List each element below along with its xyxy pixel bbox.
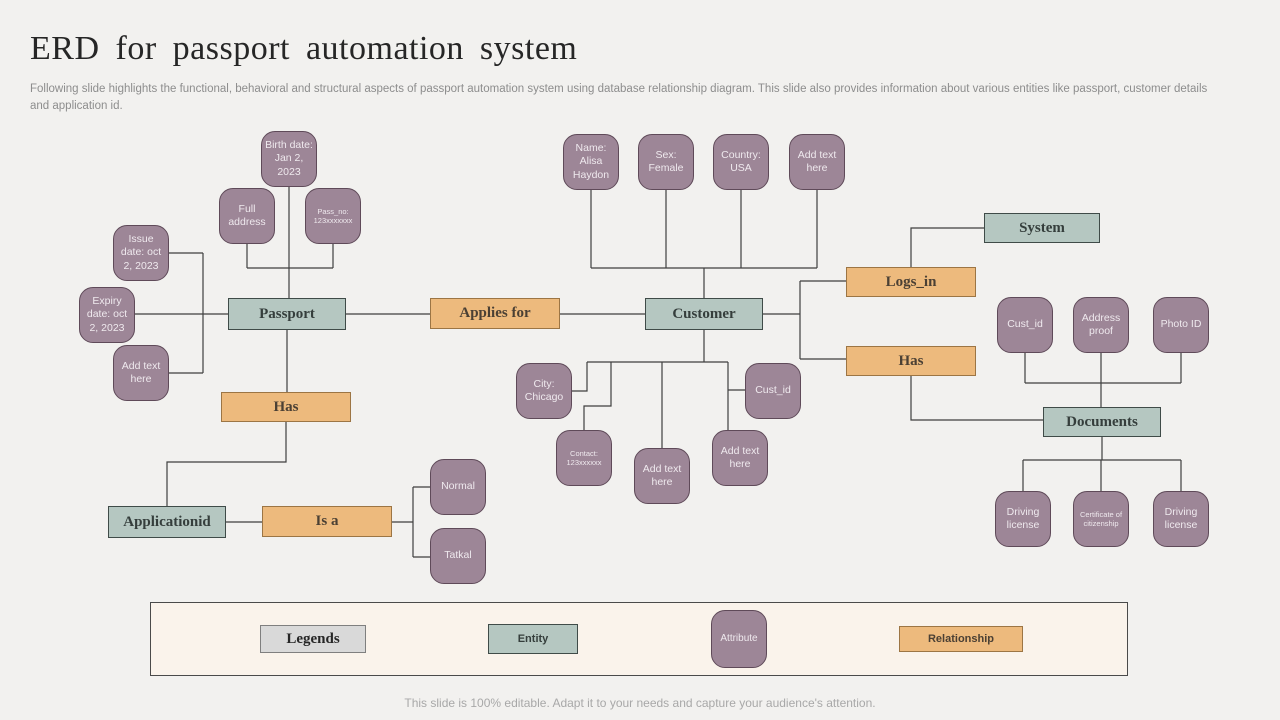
attribute-birth-date: Birth date: Jan 2, 2023 (261, 131, 317, 187)
entity-passport: Passport (228, 298, 346, 330)
attribute-cust-id-documents: Cust_id (997, 297, 1053, 353)
attribute-add-text-top: Add text here (789, 134, 845, 190)
attribute-country: Country: USA (713, 134, 769, 190)
attribute-city: City: Chicago (516, 363, 572, 419)
attribute-tatkal: Tatkal (430, 528, 486, 584)
legend-title: Legends (260, 625, 366, 653)
attribute-certificate-of-citizenship: Certificate of citizenship (1073, 491, 1129, 547)
relationship-has-application: Has (221, 392, 351, 422)
attribute-photo-id: Photo ID (1153, 297, 1209, 353)
attribute-address-proof: Address proof (1073, 297, 1129, 353)
legend-relationship-swatch: Relationship (899, 626, 1023, 652)
footer-note: This slide is 100% editable. Adapt it to… (404, 696, 876, 710)
entity-documents: Documents (1043, 407, 1161, 437)
attribute-name: Name: Alisa Haydon (563, 134, 619, 190)
entity-system: System (984, 213, 1100, 243)
entity-applicationid: Applicationid (108, 506, 226, 538)
attribute-contact: Contact: 123xxxxxx (556, 430, 612, 486)
attribute-sex: Sex: Female (638, 134, 694, 190)
page-title: ERD for passport automation system (30, 30, 578, 67)
entity-customer: Customer (645, 298, 763, 330)
attribute-add-text-left: Add text here (113, 345, 169, 401)
attribute-add-text-mid-1: Add text here (634, 448, 690, 504)
relationship-logs-in: Logs_in (846, 267, 976, 297)
attribute-expiry-date: Expiry date: oct 2, 2023 (79, 287, 135, 343)
relationship-is-a: Is a (262, 506, 392, 537)
attribute-issue-date: Issue date: oct 2, 2023 (113, 225, 169, 281)
attribute-full-address: Full address (219, 188, 275, 244)
slide-description: Following slide highlights the functiona… (30, 83, 1208, 112)
attribute-cust-id-customer: Cust_id (745, 363, 801, 419)
relationship-has-documents: Has (846, 346, 976, 376)
attribute-driving-license-2: Driving license (1153, 491, 1209, 547)
attribute-pass-no: Pass_no: 123xxxxxxx (305, 188, 361, 244)
legend-attribute-swatch: Attribute (711, 610, 767, 668)
attribute-driving-license-1: Driving license (995, 491, 1051, 547)
attribute-add-text-mid-2: Add text here (712, 430, 768, 486)
attribute-normal: Normal (430, 459, 486, 515)
legend-entity-swatch: Entity (488, 624, 578, 654)
relationship-applies-for: Applies for (430, 298, 560, 329)
